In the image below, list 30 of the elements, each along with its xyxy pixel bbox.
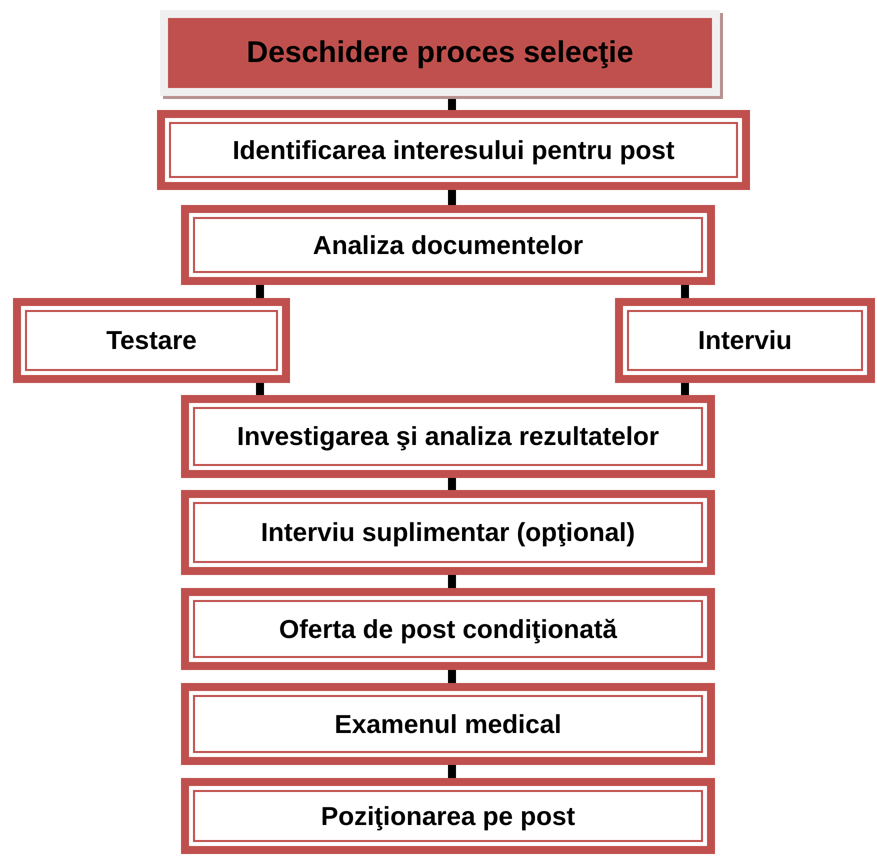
connector-line [448, 575, 456, 588]
connector-line [448, 765, 456, 778]
connector-line [681, 285, 689, 298]
step-label: Testare [106, 325, 197, 356]
process-box [157, 110, 750, 190]
step-label: Investigarea şi analiza rezultatelor [237, 421, 659, 452]
connector-line [448, 670, 456, 683]
step-label: Interviu suplimentar (opţional) [260, 517, 636, 548]
process-box [181, 395, 715, 478]
step-label: Poziţionarea pe post [320, 800, 576, 832]
connector-line [256, 285, 264, 298]
step-label: Examenul medical [334, 708, 562, 740]
step-label: Identificarea interesului pentru post [232, 134, 675, 166]
connector-line [448, 190, 456, 205]
process-box [181, 778, 715, 854]
process-box [181, 490, 715, 575]
process-box [181, 588, 715, 670]
step-label: Interviu [698, 325, 792, 356]
process-box [181, 683, 715, 765]
connector-line [448, 478, 456, 490]
process-box [181, 205, 715, 285]
step-label: Deschidere proces selecţie [246, 36, 634, 70]
connector-line [681, 383, 689, 395]
process-box [615, 298, 875, 383]
start-box [160, 10, 720, 96]
step-label: Oferta de post condiţionată [278, 614, 618, 644]
process-box [13, 298, 290, 383]
connector-line [256, 383, 264, 395]
step-label: Analiza documentelor [312, 230, 584, 260]
connector-line [448, 96, 456, 110]
